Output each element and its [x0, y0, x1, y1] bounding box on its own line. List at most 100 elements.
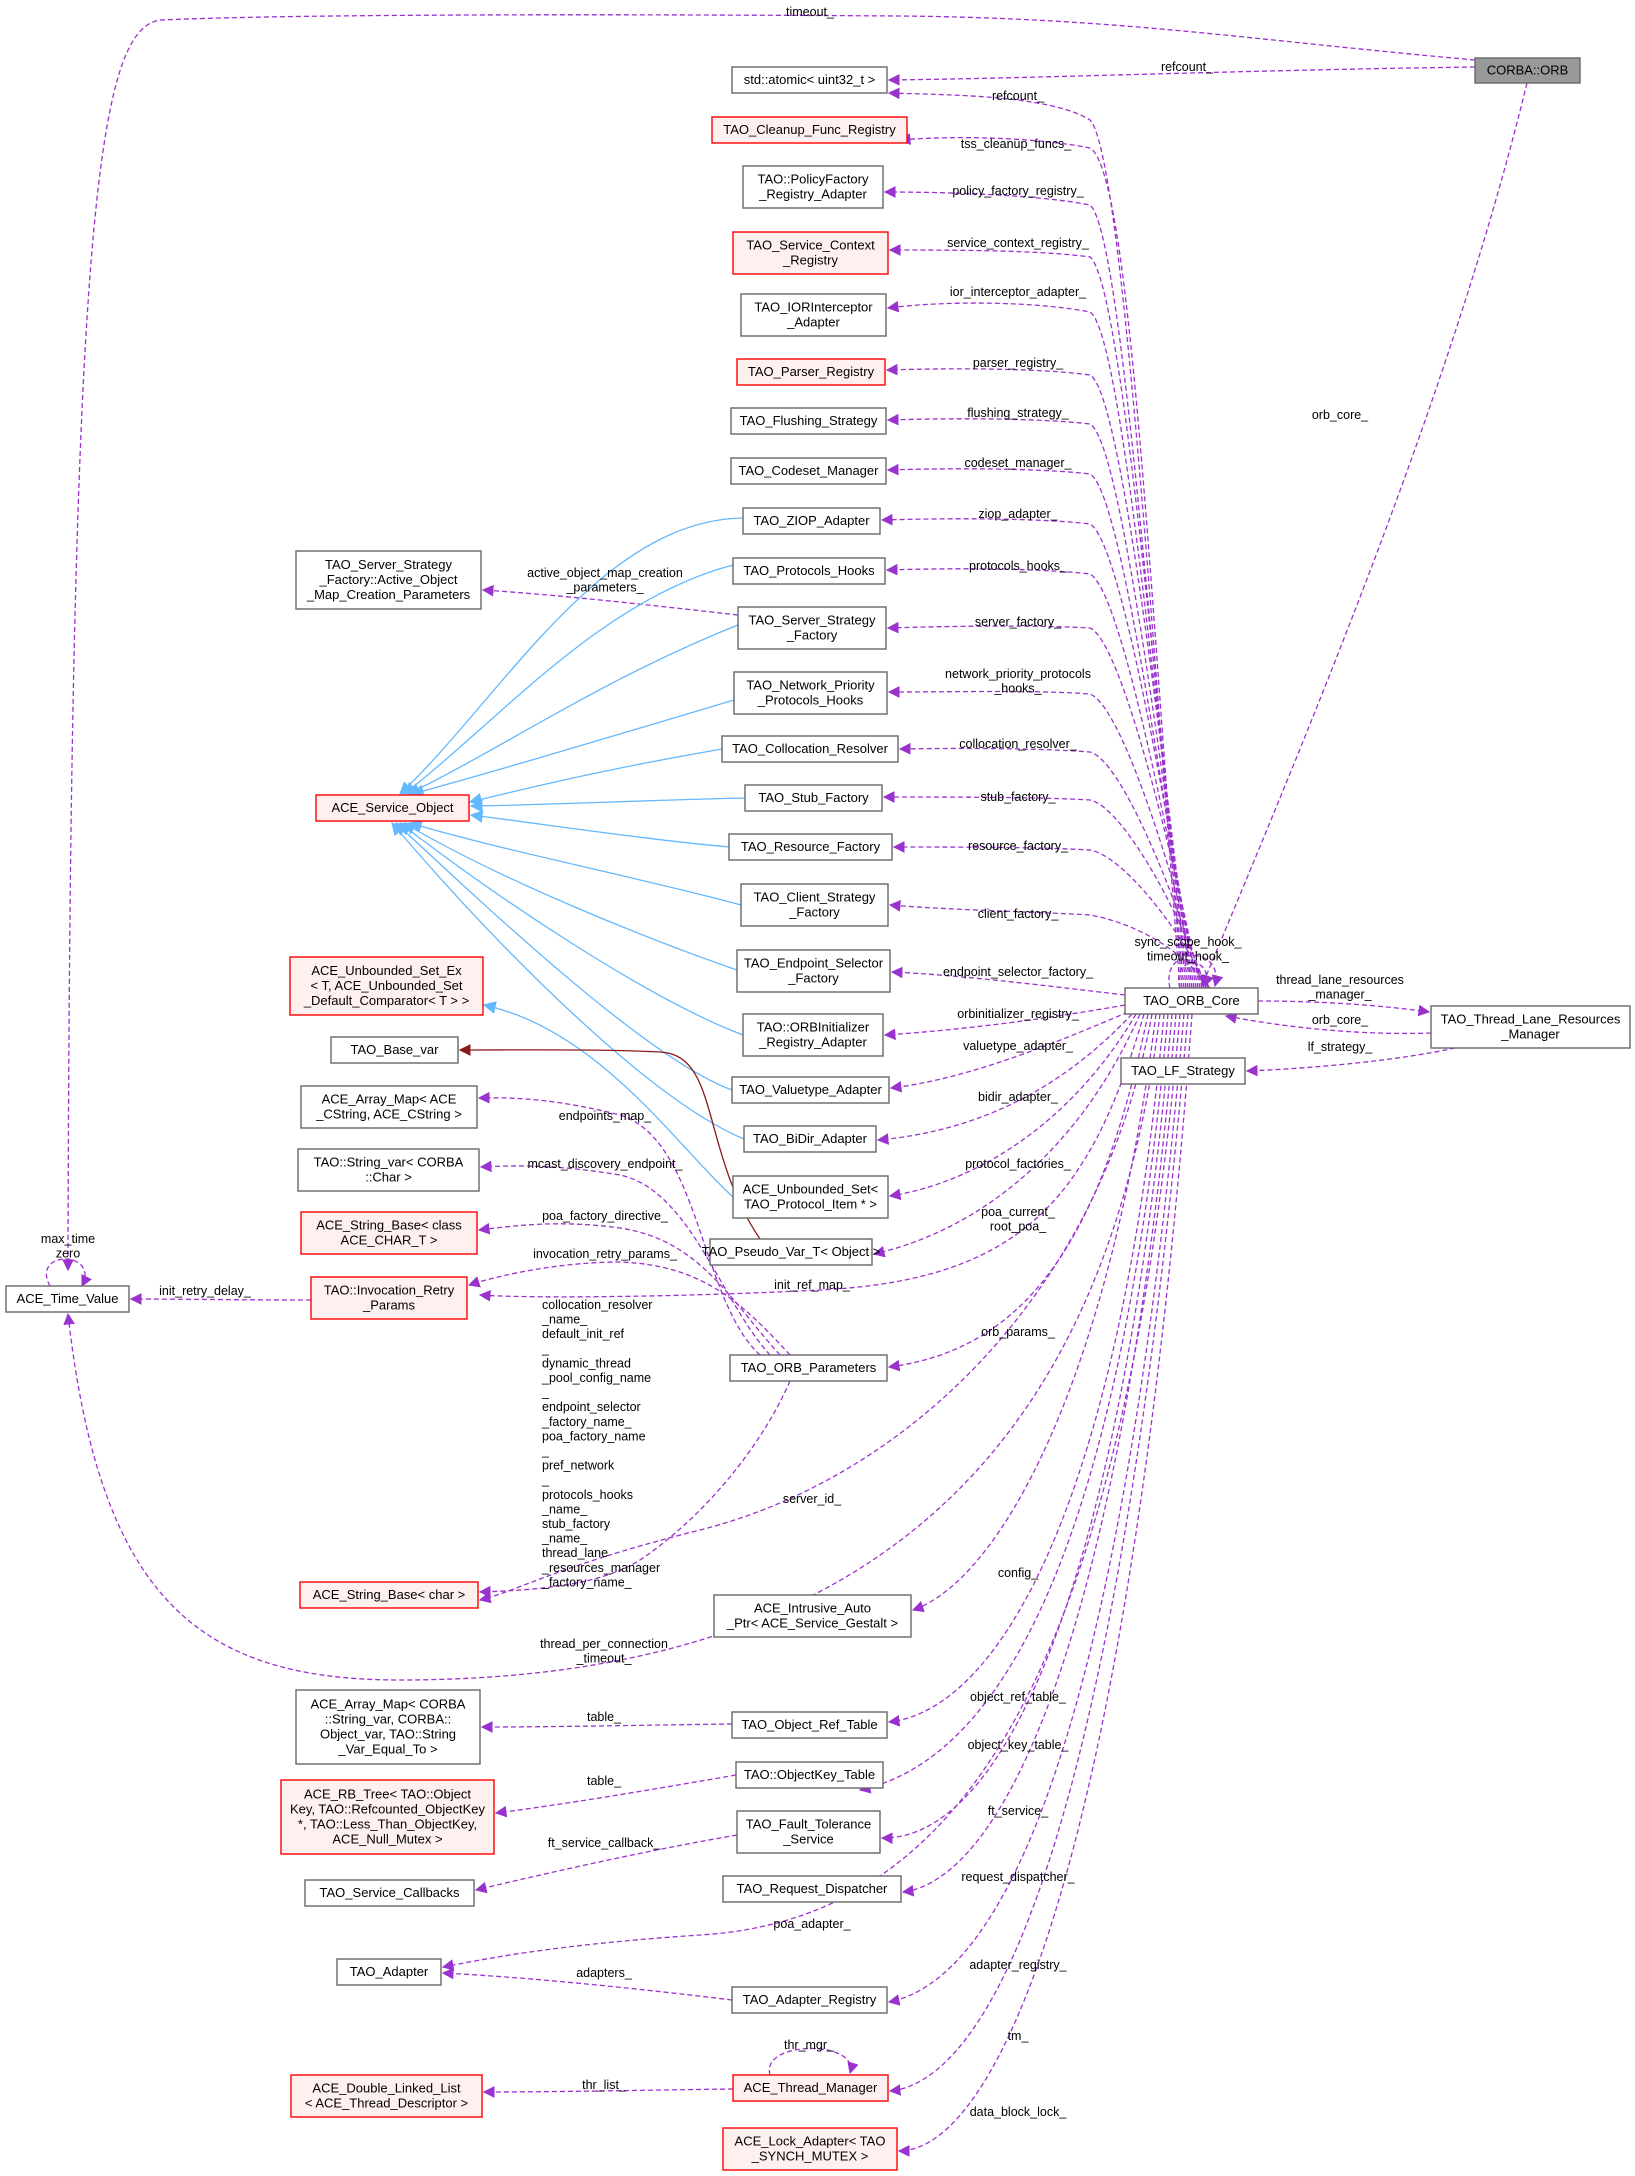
node-label: TAO_Service_Callbacks — [320, 1885, 460, 1900]
class-node-lfstrategy[interactable]: TAO_LF_Strategy — [1120, 1057, 1246, 1085]
edge-label-string-members: protocols_hooks — [542, 1488, 633, 1502]
edge-label-string-members: poa_factory_name — [542, 1429, 646, 1443]
class-node-dll[interactable]: ACE_Double_Linked_List< ACE_Thread_Descr… — [290, 2074, 483, 2118]
class-node-objreftable[interactable]: TAO_Object_Ref_Table — [731, 1711, 888, 1739]
class-node-iorinterceptor[interactable]: TAO_IORInterceptor_Adapter — [740, 293, 887, 337]
edge-label-layer: timeout_refcount_refcount_tss_cleanup_fu… — [41, 5, 1404, 2119]
edge-label-orb-params: orb_params_ — [981, 1325, 1056, 1339]
class-node-servicecontext[interactable]: TAO_Service_Context_Registry — [732, 231, 889, 275]
member-edge — [882, 791, 1207, 989]
node-label: TAO_Protocols_Hooks — [743, 563, 875, 578]
edge-label-timeout: timeout_ — [786, 5, 835, 19]
class-node-adapter[interactable]: TAO_Adapter — [336, 1958, 442, 1986]
member-edge — [45, 1258, 92, 1288]
edge-label-string-members: dynamic_thread — [542, 1356, 631, 1370]
node-box — [731, 1711, 888, 1739]
class-node-parser[interactable]: TAO_Parser_Registry — [736, 358, 886, 386]
member-edge — [887, 66, 1476, 86]
node-box — [295, 1689, 481, 1765]
class-node-arraymap2[interactable]: ACE_Array_Map< CORBA::String_var, CORBA:… — [295, 1689, 481, 1765]
class-node-resourcefactory[interactable]: TAO_Resource_Factory — [728, 833, 893, 861]
class-node-arraymap1[interactable]: ACE_Array_Map< ACE_CString, ACE_CString … — [300, 1085, 478, 1129]
class-node-faulttol[interactable]: TAO_Fault_Tolerance_Service — [736, 1810, 881, 1854]
edge-label-valuetype-adapter: valuetype_adapter_ — [963, 1039, 1074, 1053]
class-node-threadmgr[interactable]: ACE_Thread_Manager — [732, 2074, 889, 2102]
class-node-ziop[interactable]: TAO_ZIOP_Adapter — [742, 507, 881, 535]
class-node-adapterreg[interactable]: TAO_Adapter_Registry — [731, 1986, 888, 2014]
class-node-corba-orb[interactable]: CORBA::ORB — [1474, 57, 1581, 84]
member-edge — [880, 1013, 1173, 1845]
class-node-basevar[interactable]: TAO_Base_var — [330, 1036, 459, 1064]
node-label: TAO_Thread_Lane_Resources — [1441, 1012, 1621, 1027]
member-edge — [888, 1013, 1137, 1201]
class-node-objkeytable[interactable]: TAO::ObjectKey_Table — [735, 1761, 884, 1789]
node-label: ::Char > — [365, 1170, 412, 1185]
class-node-endpointselector[interactable]: TAO_Endpoint_Selector_Factory — [736, 949, 891, 993]
node-label: _Manager — [1500, 1027, 1560, 1042]
node-box — [736, 358, 886, 386]
node-label: TAO_ORB_Parameters — [741, 1360, 877, 1375]
class-node-netpriority[interactable]: TAO_Network_Priority_Protocols_Hooks — [733, 671, 888, 715]
edge-layer — [45, 14, 1528, 2157]
class-node-unboundedsetex[interactable]: ACE_Unbounded_Set_Ex< T, ACE_Unbounded_S… — [289, 956, 484, 1016]
node-box — [330, 1036, 459, 1064]
class-node-stubfactory[interactable]: TAO_Stub_Factory — [744, 784, 883, 812]
member-edge — [478, 1013, 1145, 1302]
edge-label-string-members: collocation_resolver — [542, 1298, 652, 1312]
class-node-invocationretry[interactable]: TAO::Invocation_Retry_Params — [310, 1276, 468, 1320]
edge-label-thread-per-connection: _timeout_ — [576, 1652, 633, 1666]
class-node-lockadapter[interactable]: ACE_Lock_Adapter< TAO_SYNCH_MUTEX > — [722, 2127, 898, 2171]
class-node-orbparams[interactable]: TAO_ORB_Parameters — [729, 1354, 888, 1382]
class-node-serverstrategyparams[interactable]: TAO_Server_Strategy_Factory::Active_Obje… — [295, 550, 482, 610]
node-label: _Service — [782, 1832, 834, 1847]
class-node-unboundedset[interactable]: ACE_Unbounded_Set<TAO_Protocol_Item * > — [732, 1175, 889, 1219]
class-node-orbinitializer[interactable]: TAO::ORBInitializer_Registry_Adapter — [742, 1013, 884, 1057]
edge-label-sync-scope: sync_scope_hook_ — [1134, 935, 1242, 949]
class-node-stringbase-char[interactable]: ACE_String_Base< char > — [299, 1581, 479, 1609]
class-node-bidir[interactable]: TAO_BiDir_Adapter — [743, 1125, 877, 1153]
class-node-intrusive[interactable]: ACE_Intrusive_Auto_Ptr< ACE_Service_Gest… — [713, 1594, 912, 1638]
edge-label-config: config_ — [998, 1566, 1039, 1580]
node-label: ACE_Time_Value — [17, 1291, 119, 1306]
class-node-atomic[interactable]: std::atomic< uint32_t > — [731, 66, 888, 94]
class-node-timevalue[interactable]: ACE_Time_Value — [5, 1285, 130, 1313]
edge-label-orb-core-b: orb_core_ — [1312, 1013, 1369, 1027]
class-node-servicecallbacks[interactable]: TAO_Service_Callbacks — [304, 1879, 475, 1907]
class-node-policyfactory[interactable]: TAO::PolicyFactory_Registry_Adapter — [742, 165, 884, 209]
member-edge — [477, 1091, 761, 1356]
class-node-protocolshooks[interactable]: TAO_Protocols_Hooks — [732, 557, 886, 585]
node-label: < T, ACE_Unbounded_Set — [311, 978, 463, 993]
class-node-collocation[interactable]: TAO_Collocation_Resolver — [721, 735, 899, 763]
class-node-rbtree[interactable]: ACE_RB_Tree< TAO::ObjectKey, TAO::Refcou… — [280, 1779, 495, 1855]
member-edge — [479, 1160, 771, 1356]
inheritance-edge — [410, 699, 735, 798]
member-edge — [897, 1013, 1193, 2157]
class-node-clientstrategy[interactable]: TAO_Client_Strategy_Factory — [740, 883, 889, 927]
node-box — [742, 507, 881, 535]
class-node-valuetype[interactable]: TAO_Valuetype_Adapter — [731, 1076, 890, 1104]
class-node-requestdisp[interactable]: TAO_Request_Dispatcher — [722, 1875, 902, 1903]
node-box — [300, 1085, 478, 1129]
class-node-codeset[interactable]: TAO_Codeset_Manager — [730, 457, 887, 485]
node-label: _Registry — [782, 253, 838, 268]
class-node-threadlane[interactable]: TAO_Thread_Lane_Resources_Manager — [1430, 1005, 1631, 1049]
node-label: TAO_Adapter_Registry — [743, 1992, 877, 2007]
edge-label-table-a: table_ — [587, 1710, 622, 1724]
class-node-cleanup[interactable]: TAO_Cleanup_Func_Registry — [711, 116, 908, 144]
member-edge — [478, 1013, 1153, 1604]
class-node-flushing[interactable]: TAO_Flushing_Strategy — [730, 407, 887, 435]
class-node-stringvar[interactable]: TAO::String_var< CORBA::Char > — [297, 1148, 480, 1192]
class-node-serverstrategy[interactable]: TAO_Server_Strategy_Factory — [737, 606, 887, 650]
inheritance-edge — [468, 748, 723, 806]
class-node-orbcore[interactable]: TAO_ORB_Core — [1124, 987, 1259, 1015]
edge-label-invocation-retry-params: invocation_retry_params_ — [533, 1247, 678, 1261]
class-node-serviceobject[interactable]: ACE_Service_Object — [315, 794, 470, 822]
node-box — [299, 1581, 479, 1609]
node-box — [728, 833, 893, 861]
member-edge — [885, 363, 1191, 989]
node-label: ACE_Unbounded_Set_Ex — [311, 963, 462, 978]
class-node-pseudovar[interactable]: TAO_Pseudo_Var_T< Object > — [702, 1238, 881, 1266]
edge-label-network-priority: _hooks_ — [993, 682, 1042, 696]
node-label: TAO_Collocation_Resolver — [732, 741, 888, 756]
